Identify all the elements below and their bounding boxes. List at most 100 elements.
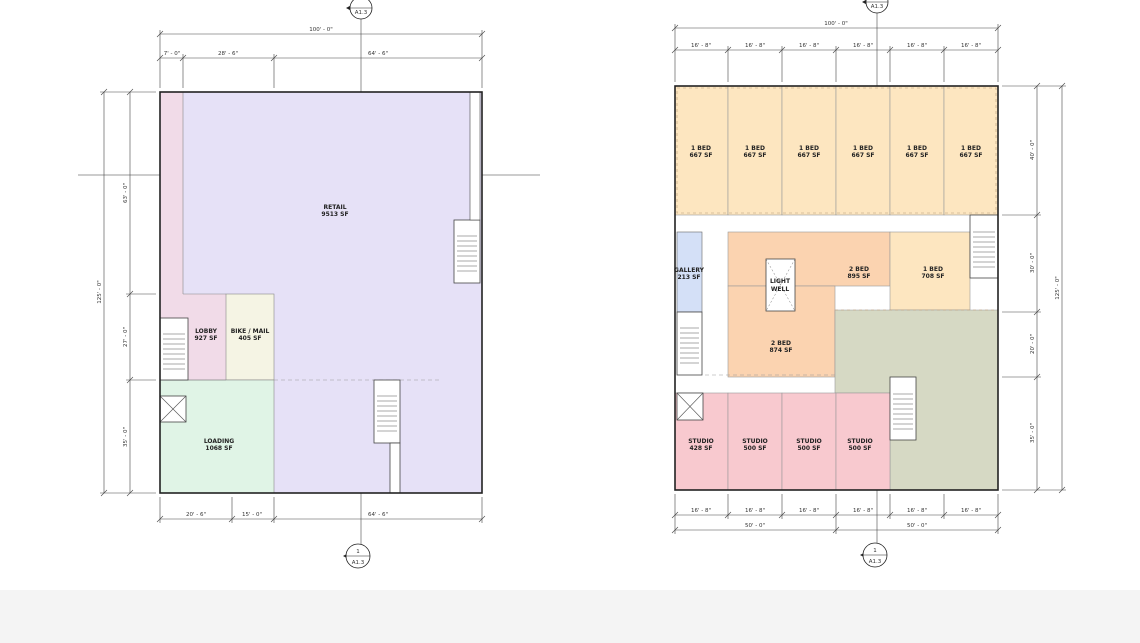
left-dim-side-c: 35' - 0" — [123, 427, 129, 447]
two-bed-upper-label: 2 BED — [849, 266, 869, 273]
left-dim-side-a: 63' - 0" — [123, 183, 129, 203]
studio-3-label: STUDIO — [796, 438, 822, 445]
loading-label: LOADING — [204, 438, 234, 445]
unit-6-label: 1 BED — [961, 145, 981, 152]
lobby-label: LOBBY — [195, 328, 218, 335]
elevator-right — [676, 392, 704, 421]
two-bed-lower-area: 874 SF — [769, 347, 792, 354]
unit-4-label: 1 BED — [853, 145, 873, 152]
retail-area: 9513 SF — [321, 211, 348, 218]
right-dim-bottom-4: 16' - 8" — [853, 508, 873, 514]
left-top-dimensions — [156, 30, 486, 88]
right-dim-top-6: 16' - 8" — [961, 43, 981, 49]
unit-3-label: 1 BED — [799, 145, 819, 152]
left-dim-bottom-b: 15' - 0" — [242, 512, 262, 518]
gallery-area: 213 SF — [677, 274, 700, 281]
stair-right-retail — [453, 219, 481, 284]
stair-left-lobby — [159, 317, 189, 381]
left-side-dimensions — [100, 88, 156, 497]
right-dim-overall-width: 100' - 0" — [824, 21, 848, 27]
unit-1-area: 667 SF — [689, 152, 712, 159]
right-side-dimensions — [1002, 82, 1066, 494]
section-marker-sheet: A1.3 — [871, 4, 884, 10]
left-dim-bottom-a: 20' - 6" — [186, 512, 206, 518]
studio-labels: STUDIO 428 SF STUDIO 500 SF STUDIO 500 S… — [688, 438, 873, 452]
top-row-units — [674, 85, 999, 216]
section-marker-number: 1 — [356, 549, 360, 555]
unit-3-area: 667 SF — [797, 152, 820, 159]
right-dim-bottom-half-right: 50' - 0" — [907, 523, 927, 529]
one-bed-middle-area: 708 SF — [921, 273, 944, 280]
gallery-label: GALLERY — [674, 267, 705, 274]
section-marker-left-bottom: 1 A1.3 — [343, 543, 371, 569]
right-dim-bottom-5: 16' - 8" — [907, 508, 927, 514]
right-dim-overall-depth: 125' - 0" — [1055, 276, 1061, 300]
stair-center-retail — [373, 379, 401, 494]
right-dim-top-5: 16' - 8" — [907, 43, 927, 49]
bike-mail-label: BIKE / MAIL — [231, 328, 270, 335]
loading-area: 1068 SF — [205, 445, 232, 452]
right-dim-bottom-6: 16' - 8" — [961, 508, 981, 514]
right-dim-bottom-1: 16' - 8" — [691, 508, 711, 514]
right-dim-side-c: 20' - 0" — [1030, 334, 1036, 354]
right-dim-side-d: 35' - 0" — [1030, 423, 1036, 443]
right-dim-bottom-half-left: 50' - 0" — [745, 523, 765, 529]
stair-right-top — [969, 214, 999, 279]
exterior-wall-left — [159, 91, 483, 494]
unit-5-label: 1 BED — [907, 145, 927, 152]
left-dim-top-c: 64' - 6" — [368, 51, 388, 57]
right-dim-bottom-3: 16' - 8" — [799, 508, 819, 514]
section-marker-sheet: A1.3 — [352, 560, 365, 566]
exterior-wall-right — [674, 85, 999, 491]
right-dim-bottom-2: 16' - 8" — [745, 508, 765, 514]
left-dim-overall-width: 100' - 0" — [309, 27, 333, 33]
studio-3-area: 500 SF — [797, 445, 820, 452]
stair-right-left — [676, 311, 703, 376]
retail-label: RETAIL — [323, 204, 346, 211]
right-floor-plan: 1 BED 667 SF 1 BED 667 SF 1 BED 667 SF 1… — [671, 0, 1066, 568]
left-dim-overall-depth: 125' - 0" — [97, 280, 103, 304]
unit-2-label: 1 BED — [745, 145, 765, 152]
section-marker-number: 1 — [873, 548, 877, 554]
bike-mail-area: 405 SF — [238, 335, 261, 342]
left-dim-top-b: 28' - 6" — [218, 51, 238, 57]
light-well — [765, 258, 796, 312]
top-unit-labels: 1 BED 667 SF 1 BED 667 SF 1 BED 667 SF 1… — [689, 145, 982, 159]
lobby-room — [160, 92, 226, 380]
unit-4-area: 667 SF — [851, 152, 874, 159]
studio-1-label: STUDIO — [688, 438, 714, 445]
left-dim-bottom-c: 64' - 6" — [368, 512, 388, 518]
studio-2-area: 500 SF — [743, 445, 766, 452]
right-top-dimensions — [671, 24, 1002, 82]
two-bed-lower-label: 2 BED — [771, 340, 791, 347]
stair-right-center — [889, 376, 917, 441]
right-bottom-dimensions — [671, 494, 1002, 534]
one-bed-middle-label: 1 BED — [923, 266, 943, 273]
section-marker-left-top: A1.3 — [346, 0, 373, 20]
unit-2-area: 667 SF — [743, 152, 766, 159]
lobby-area: 927 SF — [194, 335, 217, 342]
left-dim-top-a: 7' - 0" — [164, 51, 181, 57]
two-bed-upper-area: 895 SF — [847, 273, 870, 280]
studio-4-area: 500 SF — [848, 445, 871, 452]
two-bed-upper-room — [727, 231, 891, 287]
left-bottom-dimensions — [156, 497, 486, 523]
section-marker-sheet: A1.3 — [355, 10, 368, 16]
right-dim-top-4: 16' - 8" — [853, 43, 873, 49]
section-marker-sheet: A1.3 — [869, 559, 882, 565]
unit-5-area: 667 SF — [905, 152, 928, 159]
light-well-label-1: LIGHT — [770, 278, 791, 285]
section-marker-right-top: A1.3 — [862, 0, 889, 14]
elevator-left — [159, 395, 187, 423]
right-dim-top-2: 16' - 8" — [745, 43, 765, 49]
right-dim-top-1: 16' - 8" — [691, 43, 711, 49]
shaft-right — [469, 91, 481, 221]
right-dim-top-3: 16' - 8" — [799, 43, 819, 49]
bike-mail-room — [225, 293, 275, 381]
right-dim-side-b: 30' - 0" — [1030, 253, 1036, 273]
studio-1-area: 428 SF — [689, 445, 712, 452]
unit-6-area: 667 SF — [959, 152, 982, 159]
studio-2-label: STUDIO — [742, 438, 768, 445]
